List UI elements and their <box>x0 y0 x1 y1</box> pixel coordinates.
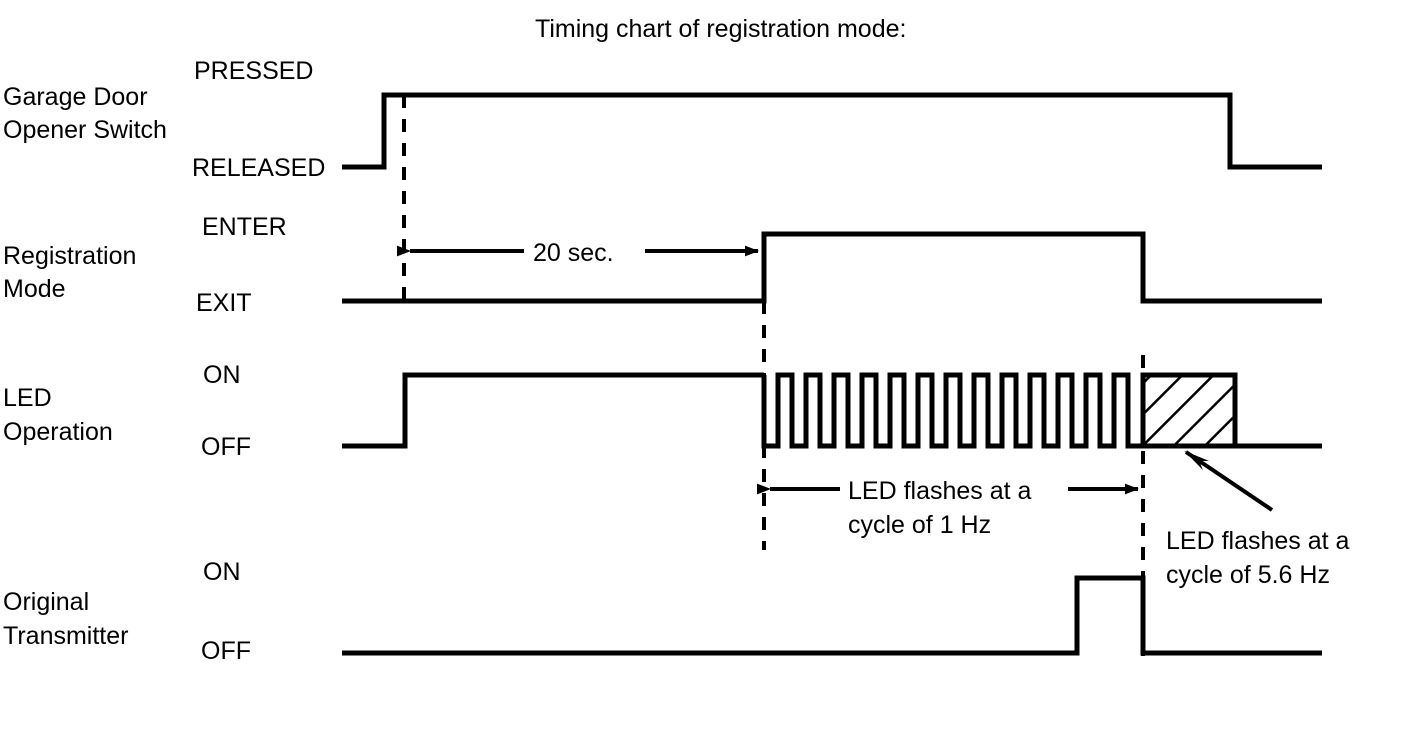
level-label-enter: ENTER <box>202 213 287 241</box>
level-label-exit: EXIT <box>196 289 252 317</box>
annotation-led-1hz-line1: LED flashes at a <box>848 477 1032 505</box>
row-label-original-transmitter-line1: Original <box>3 588 89 616</box>
annotation-led-5-6hz-line2: cycle of 5.6 Hz <box>1166 561 1330 589</box>
waveform-garage-door-opener-switch <box>342 92 1322 170</box>
waveform-original-transmitter <box>342 575 1322 656</box>
led-hatched-block-5-6hz <box>1140 372 1238 449</box>
level-label-led-off: OFF <box>201 433 251 461</box>
waveform-led-steady <box>342 372 764 449</box>
row-label-original-transmitter-line2: Transmitter <box>3 622 128 650</box>
level-label-transmitter-on: ON <box>203 558 241 586</box>
row-label-registration-mode-line2: Mode <box>3 275 66 303</box>
row-label-garage-door-opener-switch-line1: Garage Door <box>3 83 148 111</box>
row-label-led-operation-line1: LED <box>3 384 52 412</box>
annotation-led-1hz-line2: cycle of 1 Hz <box>848 511 991 539</box>
page-title: Timing chart of registration mode: <box>535 15 906 43</box>
row-label-registration-mode-line1: Registration <box>3 242 136 270</box>
annotation-duration: 20 sec. <box>533 239 614 267</box>
level-label-transmitter-off: OFF <box>201 637 251 665</box>
row-label-garage-door-opener-switch-line2: Opener Switch <box>3 116 167 144</box>
level-label-pressed: PRESSED <box>194 57 313 85</box>
row-label-led-operation-line2: Operation <box>3 418 113 446</box>
waveform-registration-mode <box>342 231 1322 304</box>
waveform-led-pulse-train-1hz <box>761 372 1143 449</box>
led-5-6hz-leader-arrow <box>1184 450 1274 512</box>
level-label-led-on: ON <box>203 361 241 389</box>
annotation-led-5-6hz-line1: LED flashes at a <box>1166 527 1350 555</box>
level-label-released: RELEASED <box>192 154 325 182</box>
